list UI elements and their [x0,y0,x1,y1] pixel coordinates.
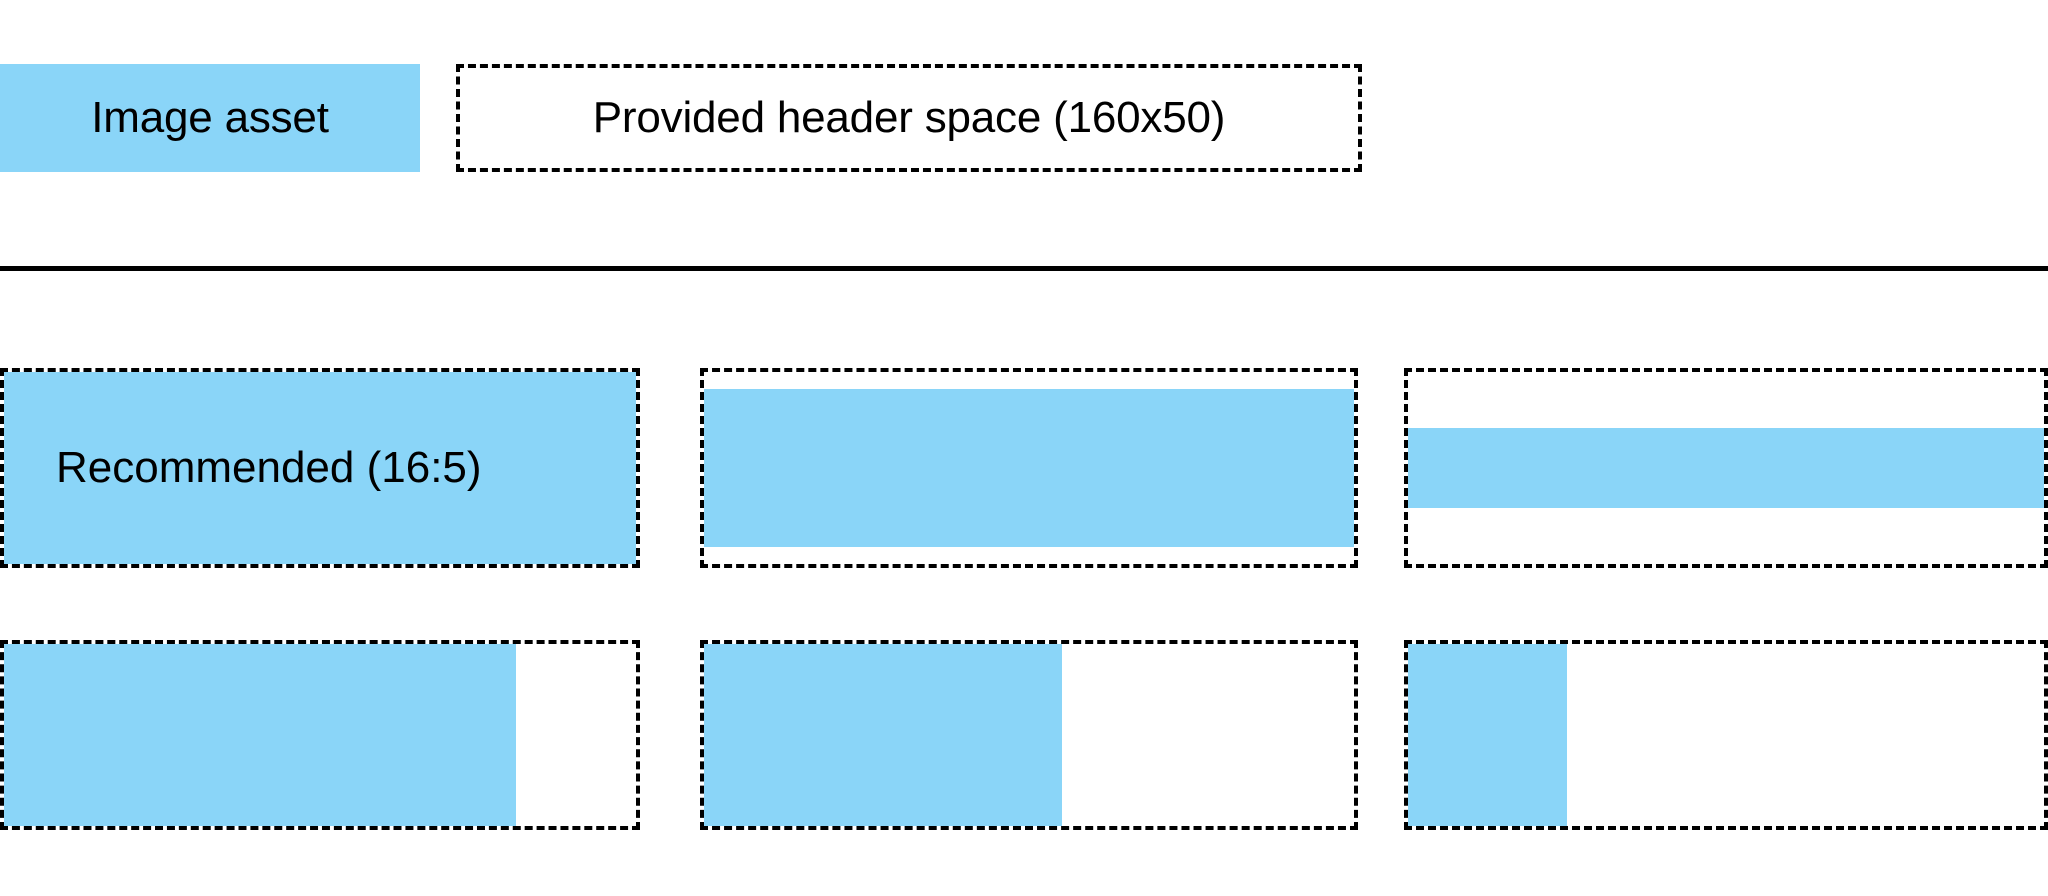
recommended-ratio-label: Recommended (16:5) [56,443,482,492]
image-asset-swatch: Image asset [0,64,420,172]
provided-header-space-label: Provided header space (160x50) [592,93,1226,142]
ratio-fill-r1c3 [1408,427,2044,509]
provided-header-space-box: Provided header space (160x50) [456,64,1362,172]
ratio-fill-r2c2 [704,644,1062,826]
ratio-cell-r1c2 [700,368,1358,568]
ratio-fill-r2c1 [4,644,516,826]
image-asset-label: Image asset [91,93,329,142]
header-band: Image asset Provided header space (160x5… [0,0,2048,267]
ratio-cell-r2c2 [700,640,1358,830]
ratio-cell-r2c3 [1404,640,2048,830]
ratio-fill-r1c2 [704,389,1354,547]
section-divider [0,266,2048,271]
ratio-fill-r2c3 [1408,644,1567,826]
aspect-ratio-grid: Recommended (16:5) [0,267,2048,896]
ratio-cell-r1c3 [1404,368,2048,568]
ratio-cell-r1c1: Recommended (16:5) [0,368,640,568]
ratio-fill-r1c1 [4,372,636,564]
ratio-cell-r2c1 [0,640,640,830]
